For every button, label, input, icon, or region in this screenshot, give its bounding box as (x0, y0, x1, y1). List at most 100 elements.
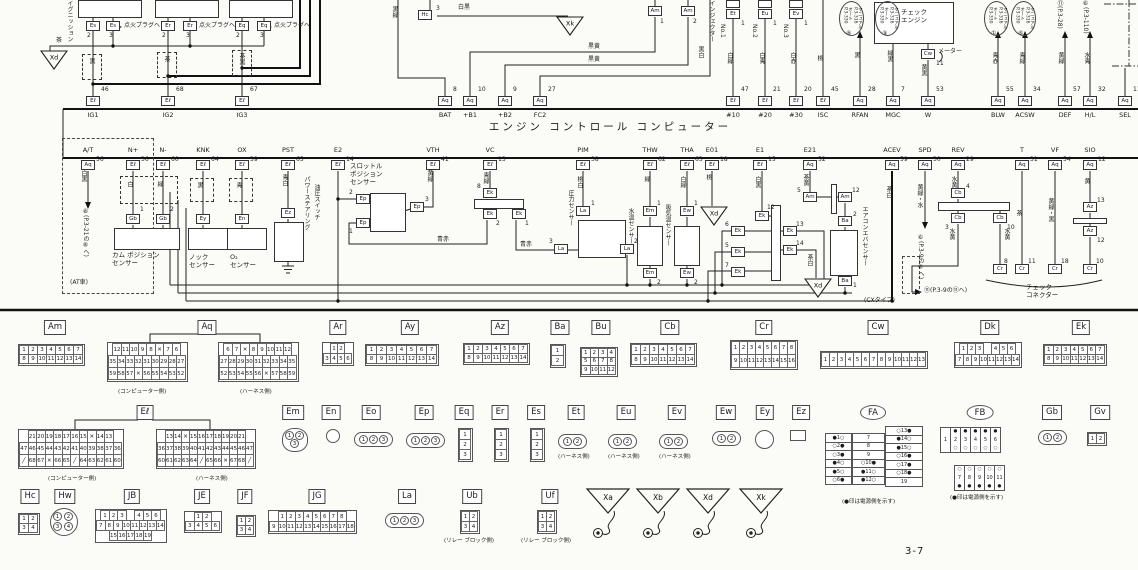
terminal-pin: 32 (1098, 86, 1106, 93)
terminal-FC2: FC2 (533, 111, 547, 119)
tag-pin: 2 (694, 279, 698, 286)
connector-tag-Eℓ: Eℓ (705, 160, 719, 170)
terminal-pin: 54 (1063, 156, 1071, 163)
connector-tag-Eℓ: Eℓ (576, 160, 590, 170)
pin-row: 2 (551, 355, 564, 366)
ground-glyph (738, 488, 784, 514)
terminal-PST: PST (281, 146, 295, 154)
component-label-vertical: エアコンエバセンサー (861, 206, 868, 266)
connector-tag-Aq: Aq (1018, 96, 1032, 106)
component-label-vertical: ⑥(P.3-9の⑥へ) (917, 234, 924, 280)
terminal-OX: OX (237, 146, 247, 154)
wire-color-label: 茶白 (806, 254, 813, 266)
tag-pin: 2 (162, 32, 166, 39)
pin-2: 2 (369, 435, 378, 444)
tag-pin: 7 (725, 262, 729, 269)
terminal-#30: #30 (789, 111, 803, 119)
connector-tag-Ep: Ep (356, 218, 370, 228)
terminal-pin: 68 (176, 86, 184, 93)
terminal-THA: THA (680, 146, 694, 154)
connector-tag-Cw: Cw (921, 49, 935, 59)
pin-13: 13 (917, 352, 926, 367)
connector-rect (790, 430, 806, 441)
terminal-+B1: +B1 (462, 111, 478, 119)
pin-row: 3 (495, 449, 507, 460)
connector-label-Az: Az (490, 320, 510, 335)
page-ref-text: マニュアル P.3-316 オート P.3-330 (1014, 7, 1035, 30)
fuse-number: 10 (986, 475, 993, 481)
wire-color-label: 茶白 (885, 186, 892, 198)
connector-tag-Eℓ: Eℓ (816, 96, 830, 106)
component-box (370, 193, 406, 232)
wire-color-label: 黄 (1083, 178, 1090, 184)
connector-tag-Cr: Cr (1048, 264, 1062, 274)
connector-tag-Eℓ: Eℓ (281, 160, 295, 170)
connector-label-Gb: Gb (1042, 405, 1062, 420)
connector-tag-Aq: Aq (1015, 160, 1029, 170)
connector-label-Cb: Cb (660, 320, 680, 335)
tag-pin: 8 (477, 183, 481, 190)
component-box (674, 226, 700, 266)
component-label: チェック コネクター (1026, 283, 1059, 299)
tag-pin: 11 (936, 60, 944, 67)
pin-14: 14 (1095, 354, 1105, 364)
connector-tag-Eℓ: Eℓ (758, 96, 772, 106)
ground-glyph: Xk (738, 488, 784, 538)
terminal-pin: 65 (296, 156, 304, 163)
ground-glyph (696, 531, 700, 535)
pin-14: 14 (518, 353, 528, 363)
pin-1: 1 (411, 436, 420, 445)
pin-row: 3 (531, 449, 543, 460)
pin-2: 2 (421, 436, 430, 445)
pin-2: 2 (727, 434, 736, 443)
pin-59: 59 (287, 367, 297, 380)
tag-pin: 3 (436, 5, 440, 12)
wire-color-label: 青 (235, 182, 242, 188)
pin-6: 6 (210, 521, 220, 531)
component-box (155, 0, 219, 18)
ground-glyph: Xk (556, 16, 584, 36)
terminal-E21: E21 (803, 146, 817, 154)
component-box (82, 54, 102, 80)
connector-label-Ev: Ev (667, 405, 687, 420)
terminal-BAT: BAT (438, 111, 452, 119)
connector-tag-Eℓ: Eℓ (789, 96, 803, 106)
component-label-vertical: 水温センサー (627, 208, 634, 244)
tag-pin: 8 (1004, 258, 1008, 265)
terminal-VF: VF (1050, 146, 1060, 154)
tag-pin: 18 (1061, 258, 1069, 265)
connector-label-JG: JG (308, 489, 326, 504)
tag-pin: 6 (725, 221, 729, 228)
connector-tag-Ek: Ek (755, 211, 769, 221)
connector-label-Em: Em (282, 405, 304, 420)
component-label: カム ポジション センサー (112, 251, 160, 267)
connector-tag-Cb: Cb (951, 188, 965, 198)
pin-14: 14 (155, 520, 165, 531)
wire-label: 青赤 (437, 236, 450, 243)
fuse-dot-bottom: ○ (993, 446, 998, 451)
pin-12: 12 (606, 365, 616, 375)
terminal-SIO: SIO (1084, 146, 1096, 154)
fuse-dot-bottom: ● (987, 484, 992, 489)
fuse-row: ○7●○8●○9●○10●○11● (954, 465, 1005, 491)
terminal-pin: 9 (513, 86, 517, 93)
connector-tag-Ep: Ep (356, 194, 370, 204)
pin-1: 1 (563, 437, 572, 446)
connector-label-Gv: Gv (1090, 405, 1110, 420)
connector-tag-Eℓ: Eℓ (680, 160, 694, 170)
connector-tag-Em: Em (643, 268, 657, 278)
terminal-N+: N+ (127, 146, 139, 154)
connector-tag-Aq: Aq (1048, 160, 1062, 170)
fuse-dot-top: ○ (987, 467, 992, 472)
ground-glyph: Xd (700, 206, 728, 226)
